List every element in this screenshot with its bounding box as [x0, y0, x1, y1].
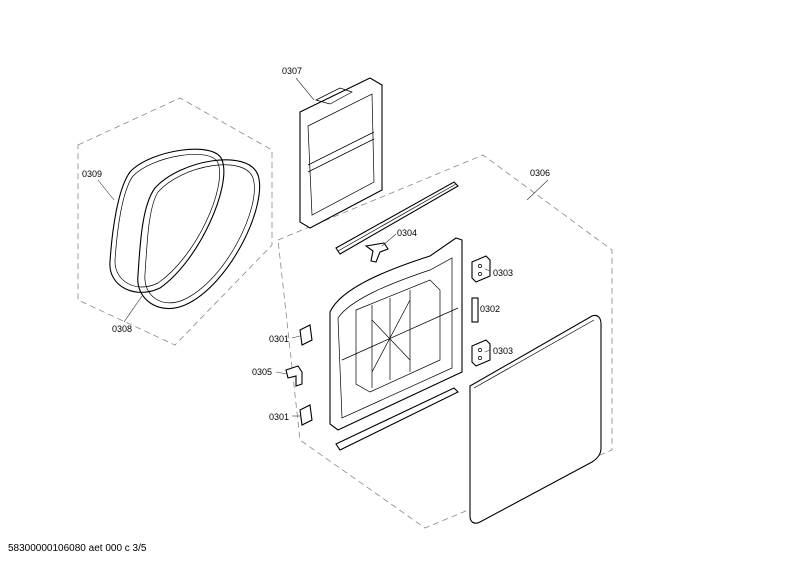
gasket-0308 — [137, 159, 261, 310]
label-0306: 0306 — [530, 168, 550, 178]
label-0309: 0309 — [82, 169, 102, 179]
gasket-0309 — [109, 148, 225, 293]
bottom-rail — [335, 387, 459, 451]
hinge-0303-top — [471, 255, 491, 283]
label-0301-bottom: 0301 — [269, 412, 289, 422]
label-0304: 0304 — [397, 228, 417, 238]
filter-frame-0307 — [299, 77, 383, 229]
label-0301-top: 0301 — [269, 334, 289, 344]
leader-0303b — [484, 349, 491, 353]
handle-piece-0304 — [364, 242, 389, 263]
leader-0306 — [526, 179, 549, 201]
hinge-0303-bottom — [471, 339, 491, 367]
latch-0305 — [285, 365, 303, 387]
leader-0309 — [97, 179, 115, 201]
strip-0302 — [471, 297, 479, 323]
cap-0301-top — [299, 324, 313, 346]
door-inner-frame — [329, 237, 463, 431]
label-0308: 0308 — [112, 324, 132, 334]
label-0302: 0302 — [480, 304, 500, 314]
document-footer-id: 58300000106080 aet 000 c 3/5 — [8, 543, 147, 554]
rail-0304 — [335, 181, 459, 255]
leader-0307 — [295, 77, 315, 101]
label-0303-top: 0303 — [493, 268, 513, 278]
label-0305: 0305 — [252, 367, 272, 377]
cap-0301-bottom — [299, 404, 313, 426]
leader-0308 — [123, 295, 143, 323]
label-0303-bottom: 0303 — [493, 346, 513, 356]
door-panel-0306 — [469, 314, 602, 524]
leader-0304 — [381, 233, 397, 247]
right-group-boundary — [277, 154, 613, 529]
leader-0303a — [484, 268, 491, 272]
left-group-boundary — [77, 97, 273, 346]
label-0307: 0307 — [282, 66, 302, 76]
leader-0301a — [291, 335, 301, 339]
leader-0305 — [275, 371, 288, 375]
